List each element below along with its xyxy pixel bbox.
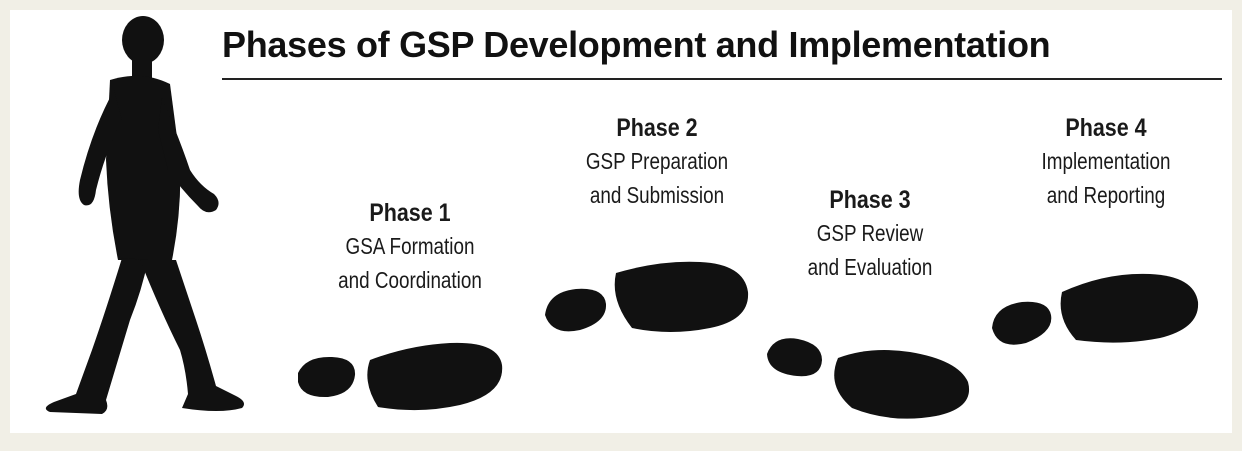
phase-4-desc-line1: Implementation (1041, 148, 1171, 174)
phase-2-desc-line1: GSP Preparation (585, 148, 729, 174)
footprint-phase-2 (545, 261, 749, 332)
footprint-sole (834, 350, 970, 419)
footprint-heel (298, 356, 356, 398)
footprint-sole (614, 261, 749, 332)
diagram-title: Phases of GSP Development and Implementa… (222, 24, 1051, 65)
illustration-layer (45, 16, 1199, 419)
footprint-sole (367, 342, 503, 411)
phase-2-desc-line2: and Submission (589, 182, 725, 208)
diagram-canvas: Phases of GSP Development and Implementa… (10, 10, 1232, 433)
phase-1-desc-line1: GSA Formation (345, 233, 475, 259)
footprint-heel (767, 338, 822, 377)
footprint-heel (992, 301, 1052, 345)
footprint-heel (545, 288, 607, 332)
footprint-phase-4 (992, 273, 1199, 345)
phase-2-label: Phase 2 (616, 114, 698, 142)
footprint-phase-1 (298, 342, 503, 411)
phase-3-caption: Phase 3 GSP Review and Evaluation (760, 185, 980, 284)
title-underline (222, 78, 1222, 80)
phase-1-label: Phase 1 (369, 199, 451, 227)
phase-4-desc-line2: and Reporting (1046, 182, 1166, 208)
phase-4-caption: Phase 4 Implementation and Reporting (996, 113, 1216, 212)
footprint-phase-3 (767, 338, 970, 419)
phase-4-label: Phase 4 (1065, 114, 1147, 142)
phase-3-label: Phase 3 (829, 186, 911, 214)
phase-3-desc-line2: and Evaluation (807, 254, 933, 280)
phase-2-caption: Phase 2 GSP Preparation and Submission (547, 113, 767, 212)
phase-3-desc-line1: GSP Review (816, 220, 924, 246)
phase-1-caption: Phase 1 GSA Formation and Coordination (300, 198, 520, 297)
walking-person-icon (45, 16, 244, 414)
phase-1-desc-line2: and Coordination (338, 267, 482, 293)
footprint-sole (1060, 273, 1199, 343)
